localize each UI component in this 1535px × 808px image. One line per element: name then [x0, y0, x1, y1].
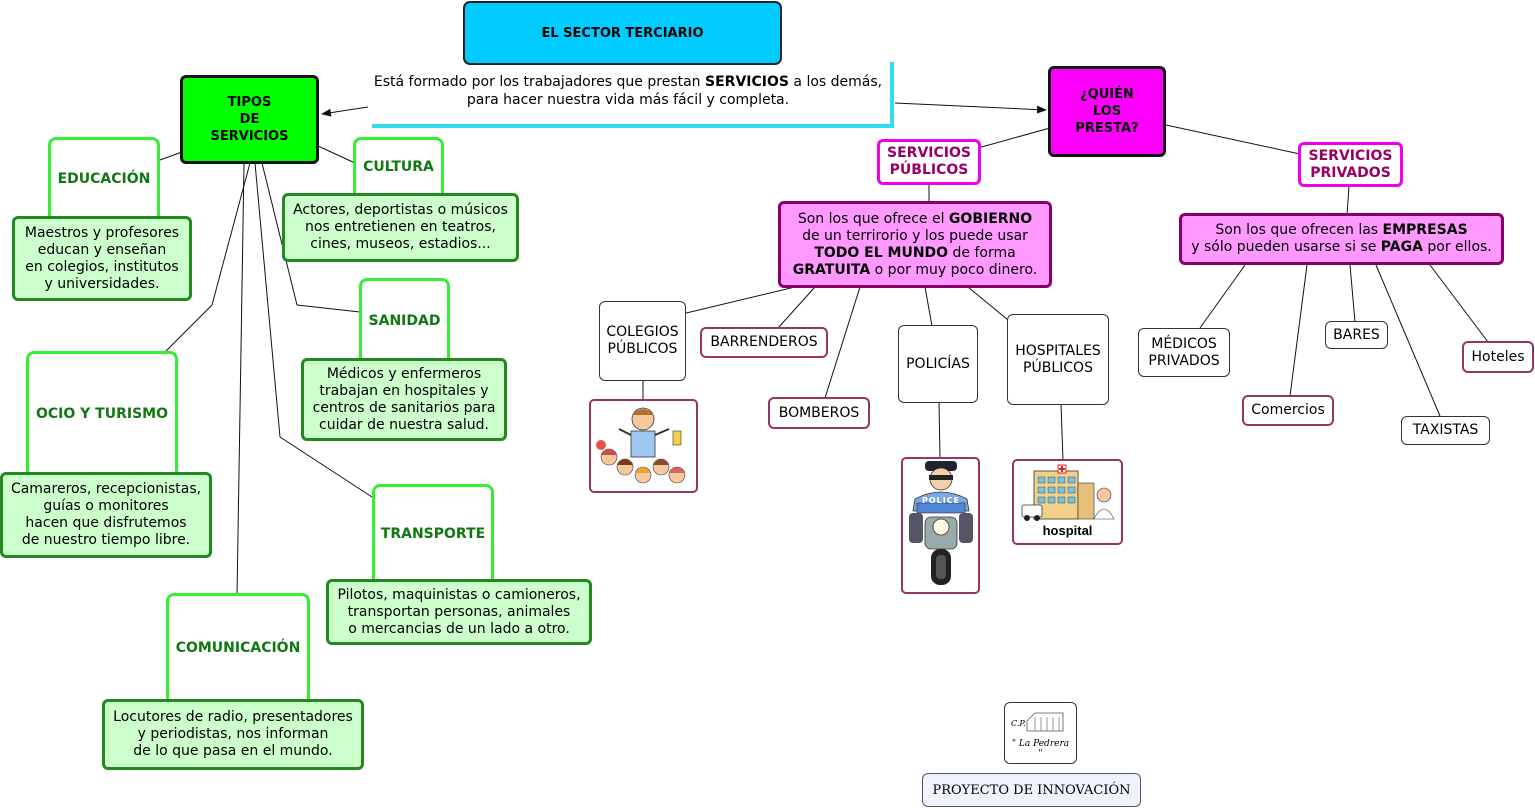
privados-description-text: Son los que ofrecen las EMPRESAS y sólo … — [1191, 222, 1492, 255]
main-title[interactable]: EL SECTOR TERCIARIO — [463, 1, 782, 65]
bares[interactable]: BARES — [1325, 321, 1388, 349]
school-building-icon — [1026, 712, 1064, 732]
school-children-image — [589, 399, 698, 493]
quien-presta-node[interactable]: ¿QUIÉN LOS PRESTA? — [1048, 66, 1166, 157]
category-comunicacion-description: Locutores de radio, presentadores y peri… — [102, 699, 364, 770]
servicios-privados-description: Son los que ofrecen las EMPRESAS y sólo … — [1179, 213, 1504, 265]
category-transporte-description: Pilotos, maquinistas o camioneros, trans… — [326, 579, 592, 645]
category-cultura[interactable]: CULTURA — [353, 137, 444, 195]
servicios-privados-label[interactable]: SERVICIOS PRIVADOS — [1298, 142, 1403, 187]
intro-text: Está formado por los trabajadores que pr… — [368, 72, 888, 110]
hospitales-publicos[interactable]: HOSPITALES PÚBLICOS — [1007, 314, 1109, 405]
category-ocio-turismo-description: Camareros, recepcionistas, guías o monit… — [0, 472, 212, 558]
school-logo-line1: C.P. — [1011, 719, 1026, 728]
policias[interactable]: POLICÍAS — [898, 325, 978, 403]
police-motorcycle-icon — [909, 461, 973, 585]
servicios-publicos-description: Son los que ofrece el GOBIERNO de un ter… — [778, 201, 1052, 288]
category-educacion-description: Maestros y profesores educan y enseñan e… — [12, 216, 192, 301]
school-logo: C.P. " La Pedrera " — [1004, 702, 1077, 764]
hoteles[interactable]: Hoteles — [1462, 341, 1534, 373]
publicos-description-text: Son los que ofrece el GOBIERNO de un ter… — [792, 210, 1038, 278]
taxistas[interactable]: TAXISTAS — [1401, 416, 1490, 445]
colegios-publicos[interactable]: COLEGIOS PÚBLICOS — [599, 301, 686, 381]
category-sanidad-description: Médicos y enfermeros trabajan en hospita… — [301, 358, 507, 441]
tipos-servicios-node[interactable]: TIPOS DE SERVICIOS — [180, 75, 319, 164]
hospital-sign: hospital — [1042, 523, 1093, 538]
police-sign: POLICE — [921, 496, 961, 505]
comercios[interactable]: Comercios — [1242, 395, 1334, 426]
medicos-privados[interactable]: MÉDICOS PRIVADOS — [1138, 328, 1230, 377]
bomberos[interactable]: BOMBEROS — [768, 397, 870, 429]
category-educacion[interactable]: EDUCACIÓN — [48, 137, 160, 219]
category-transporte[interactable]: TRANSPORTE — [372, 484, 494, 582]
hospital-image: hospital — [1012, 459, 1123, 545]
school-children-icon — [596, 407, 686, 484]
school-logo-line2: " La Pedrera " — [1011, 739, 1070, 759]
servicios-publicos-label[interactable]: SERVICIOS PÚBLICOS — [877, 139, 981, 185]
hospital-building-icon — [1021, 464, 1115, 521]
barrenderos[interactable]: BARRENDEROS — [700, 327, 828, 358]
category-cultura-description: Actores, deportistas o músicos nos entre… — [282, 193, 519, 262]
category-sanidad[interactable]: SANIDAD — [359, 278, 450, 361]
category-ocio-turismo[interactable]: OCIO Y TURISMO — [26, 351, 178, 475]
category-comunicacion[interactable]: COMUNICACIÓN — [166, 593, 310, 701]
proyecto-innovacion[interactable]: PROYECTO DE INNOVACIÓN — [922, 773, 1141, 807]
police-motorcycle-image: POLICE — [901, 457, 980, 594]
